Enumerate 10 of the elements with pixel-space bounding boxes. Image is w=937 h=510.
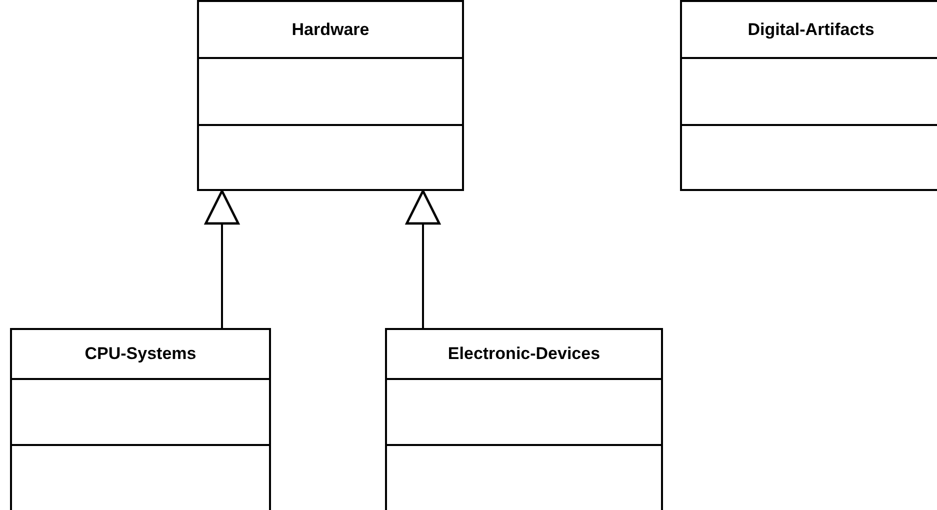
class-box xyxy=(10,328,271,510)
class-name: Digital-Artifacts xyxy=(748,20,874,40)
class-box xyxy=(385,328,663,510)
class-name: Hardware xyxy=(292,20,370,40)
class-box xyxy=(197,0,464,191)
class-name: CPU-Systems xyxy=(84,344,196,364)
generalization-arrow xyxy=(406,190,440,328)
generalization-arrow xyxy=(204,190,240,328)
class-name: Electronic-Devices xyxy=(448,344,600,364)
class-box xyxy=(680,0,937,191)
